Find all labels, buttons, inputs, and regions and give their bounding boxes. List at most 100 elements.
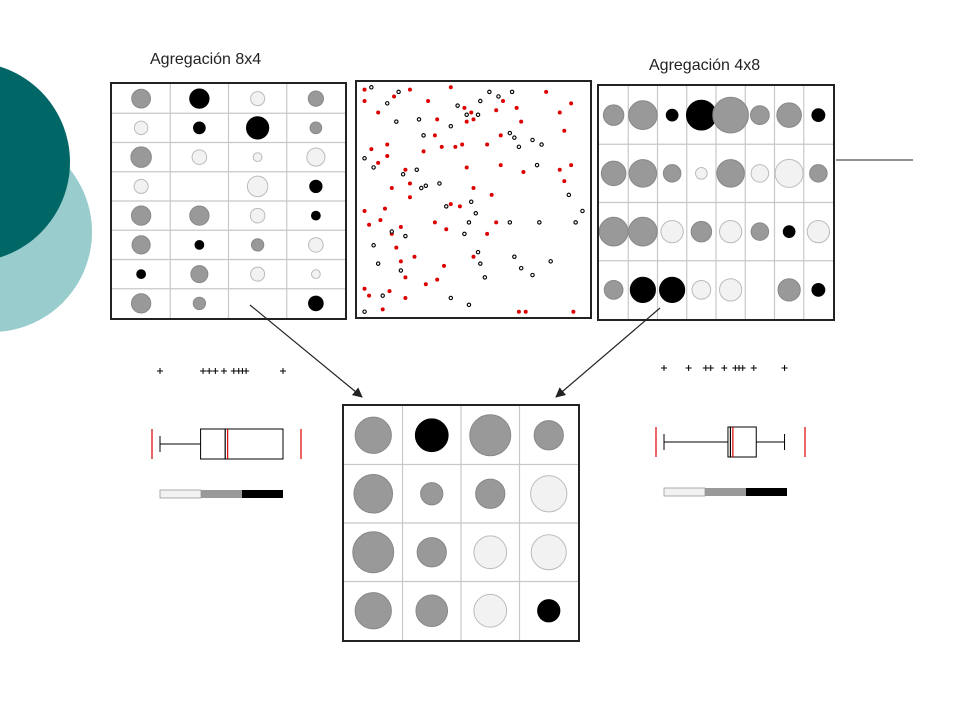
proportional-symbol <box>774 158 804 188</box>
title-agregacion-4x8: Agregación 4x8 <box>649 57 761 74</box>
point-red <box>362 286 367 291</box>
proportional-symbol <box>352 531 395 574</box>
proportional-symbol <box>354 592 392 630</box>
point-black <box>394 119 399 124</box>
point-black <box>466 220 472 225</box>
proportional-symbol <box>473 593 508 628</box>
point-red <box>398 259 403 264</box>
point-black <box>403 233 408 239</box>
proportional-symbol <box>685 99 717 131</box>
point-red <box>516 309 521 314</box>
point-red <box>376 110 381 115</box>
proportional-symbol <box>133 178 149 194</box>
proportional-symbol <box>628 216 658 247</box>
point-black <box>534 162 540 168</box>
proportional-symbol <box>416 537 447 568</box>
point-black <box>507 220 513 225</box>
proportional-symbol <box>133 120 149 136</box>
proportional-symbol <box>308 237 324 253</box>
point-red <box>562 128 567 133</box>
point-black <box>475 112 481 118</box>
point-red <box>471 186 476 191</box>
proportional-symbol <box>811 282 826 297</box>
point-red <box>407 87 412 92</box>
point-black <box>371 165 376 170</box>
point-black <box>580 208 585 214</box>
point-black <box>464 112 469 118</box>
proportional-symbol <box>662 164 682 183</box>
point-black <box>389 229 395 234</box>
point-black <box>475 249 481 255</box>
point-red <box>432 220 437 225</box>
proportional-symbol <box>776 102 802 128</box>
point-red <box>494 220 499 225</box>
point-black <box>507 130 513 136</box>
point-red <box>439 144 444 149</box>
point-red <box>380 307 385 312</box>
point-red <box>367 222 372 227</box>
point-black <box>414 167 419 172</box>
grid-panel-4x4 <box>342 404 580 642</box>
point-black <box>537 220 542 225</box>
point-red <box>519 119 524 124</box>
proportional-symbol <box>190 265 209 284</box>
proportional-symbol <box>719 278 743 302</box>
proportional-symbol <box>414 418 449 453</box>
point-red <box>426 99 431 104</box>
point-red <box>412 254 417 259</box>
proportional-symbol <box>806 220 830 244</box>
point-red <box>544 89 549 94</box>
point-black <box>384 101 390 106</box>
point-red <box>385 142 390 147</box>
point-red <box>471 117 476 122</box>
point-black <box>478 98 483 104</box>
point-black <box>530 137 535 143</box>
point-black <box>539 142 544 147</box>
point-red <box>382 206 387 211</box>
point-black <box>421 133 426 138</box>
point-red <box>362 87 367 92</box>
point-red <box>435 277 440 282</box>
point-red <box>403 295 408 300</box>
proportional-symbol <box>533 420 564 451</box>
point-red <box>514 105 519 110</box>
point-red <box>464 165 469 170</box>
point-red <box>453 144 458 149</box>
point-red <box>557 167 562 172</box>
point-red <box>571 309 576 314</box>
grid-4x4 <box>344 406 578 640</box>
grid-8x4 <box>112 84 345 318</box>
point-red <box>403 275 408 280</box>
point-red <box>471 254 476 259</box>
point-red <box>501 99 506 104</box>
proportional-symbol <box>131 88 151 109</box>
point-black <box>437 181 442 186</box>
proportional-symbol <box>415 594 449 628</box>
point-red <box>407 181 412 186</box>
proportional-symbol <box>469 414 512 457</box>
point-red <box>367 293 372 298</box>
proportional-symbol <box>246 175 269 198</box>
proportional-symbol <box>537 599 561 623</box>
proportional-symbol <box>131 235 151 255</box>
point-black <box>462 231 467 237</box>
point-red <box>441 263 446 268</box>
proportional-symbol <box>306 147 326 167</box>
grid-panel-8x4 <box>110 82 347 320</box>
proportional-symbol <box>130 293 152 314</box>
proportional-symbol <box>782 225 796 238</box>
proportional-symbol <box>309 121 323 135</box>
point-black <box>448 295 454 301</box>
proportional-symbol <box>191 149 208 165</box>
point-red <box>448 85 453 90</box>
proportional-symbol <box>193 121 206 135</box>
point-red <box>469 110 474 115</box>
point-black <box>375 261 381 266</box>
proportional-symbol <box>354 416 392 454</box>
proportional-symbol <box>252 152 263 163</box>
point-black <box>548 259 553 264</box>
point-red <box>464 119 469 124</box>
point-red <box>462 105 467 110</box>
proportional-symbol <box>628 159 658 188</box>
point-red <box>376 160 381 165</box>
